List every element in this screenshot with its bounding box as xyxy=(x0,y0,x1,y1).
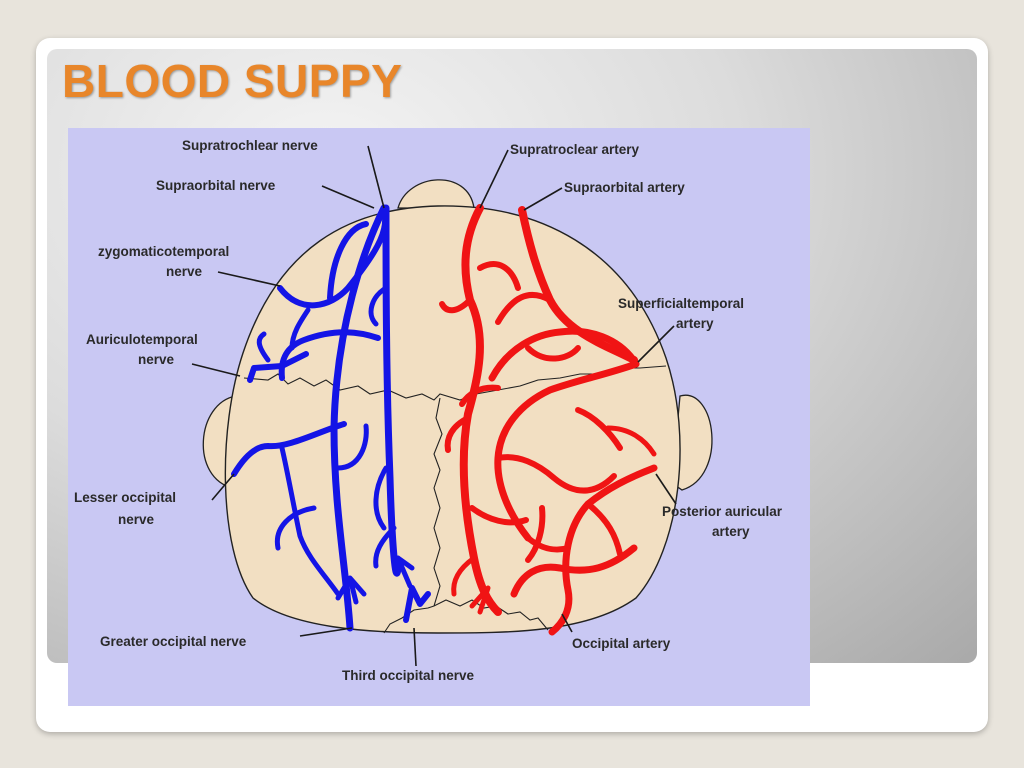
label-auriculotemporal-line2: nerve xyxy=(138,352,175,367)
label-auriculotemporal-line1: Auriculotemporal xyxy=(86,332,198,347)
label-lesser-occipital-line1: Lesser occipital xyxy=(74,490,176,505)
label-greater-occipital-nerve: Greater occipital nerve xyxy=(100,634,247,649)
artery-network xyxy=(439,204,658,636)
label-occipital-artery: Occipital artery xyxy=(572,636,671,651)
slide-title: BLOOD SUPPY xyxy=(62,55,403,107)
label-posterior-auricular-line1: Posterior auricular xyxy=(662,504,783,519)
right-ear xyxy=(671,394,713,491)
label-supratroclear-artery: Supratroclear artery xyxy=(510,142,640,157)
label-zygomaticotemporal-line1: zygomaticotemporal xyxy=(98,244,229,259)
skull-outline xyxy=(224,205,681,634)
scalp-diagram: Supratrochlear nerve Supraorbital nerve … xyxy=(68,128,810,706)
sagittal-suture xyxy=(433,397,443,607)
nose xyxy=(397,179,475,209)
label-supraorbital-nerve: Supraorbital nerve xyxy=(156,178,276,193)
label-posterior-auricular-line2: artery xyxy=(712,524,750,539)
coronal-suture xyxy=(243,365,667,401)
label-zygomaticotemporal-line2: nerve xyxy=(166,264,203,279)
scalp-diagram-svg: Supratrochlear nerve Supraorbital nerve … xyxy=(74,138,783,683)
label-superficial-temporal-line1: Superficialtemporal xyxy=(618,296,744,311)
label-supraorbital-artery: Supraorbital artery xyxy=(564,180,685,195)
nerve-network xyxy=(231,204,431,632)
leader-lines xyxy=(191,145,677,667)
label-third-occipital-nerve: Third occipital nerve xyxy=(342,668,475,683)
label-superficial-temporal-line2: artery xyxy=(676,316,714,331)
label-supratrochlear-nerve: Supratrochlear nerve xyxy=(182,138,318,153)
label-lesser-occipital-line2: nerve xyxy=(118,512,155,527)
